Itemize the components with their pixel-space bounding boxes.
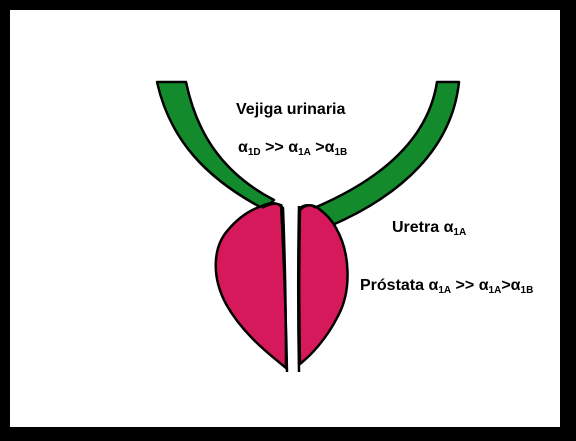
urethra-label: Uretra α1A	[392, 220, 466, 238]
alpha-symbol: α	[238, 139, 248, 156]
prostate-lobe-left	[216, 203, 286, 368]
receptor-subtype: 1A	[453, 227, 466, 238]
prostate-label: Próstata α1A >> α1A>α1B	[360, 278, 533, 296]
receptor-subtype: 1B	[335, 147, 348, 158]
receptor-subtype: 1A	[489, 285, 502, 296]
receptor-subtype: 1D	[248, 147, 261, 158]
receptor-subtype: 1A	[438, 285, 451, 296]
separator: >	[501, 277, 510, 294]
bladder-receptor-label: α1D >> α1A >α1B	[238, 140, 347, 158]
alpha-symbol: α	[325, 139, 335, 156]
separator: >>	[451, 277, 479, 294]
alpha-symbol: α	[288, 139, 298, 156]
receptor-subtype: 1B	[521, 285, 534, 296]
separator: >	[311, 139, 325, 156]
separator: >>	[261, 139, 289, 156]
prostate-text: Próstata	[360, 277, 428, 294]
prostate-lobe-right	[299, 205, 347, 364]
alpha-symbol: α	[479, 277, 489, 294]
alpha-symbol: α	[511, 277, 521, 294]
urethra-text: Uretra	[392, 219, 444, 236]
alpha-symbol: α	[444, 219, 454, 236]
alpha-symbol: α	[428, 277, 438, 294]
urethra-wall-right	[298, 206, 299, 372]
receptor-subtype: 1A	[298, 147, 311, 158]
bladder-label: Vejiga urinaria	[236, 102, 345, 118]
